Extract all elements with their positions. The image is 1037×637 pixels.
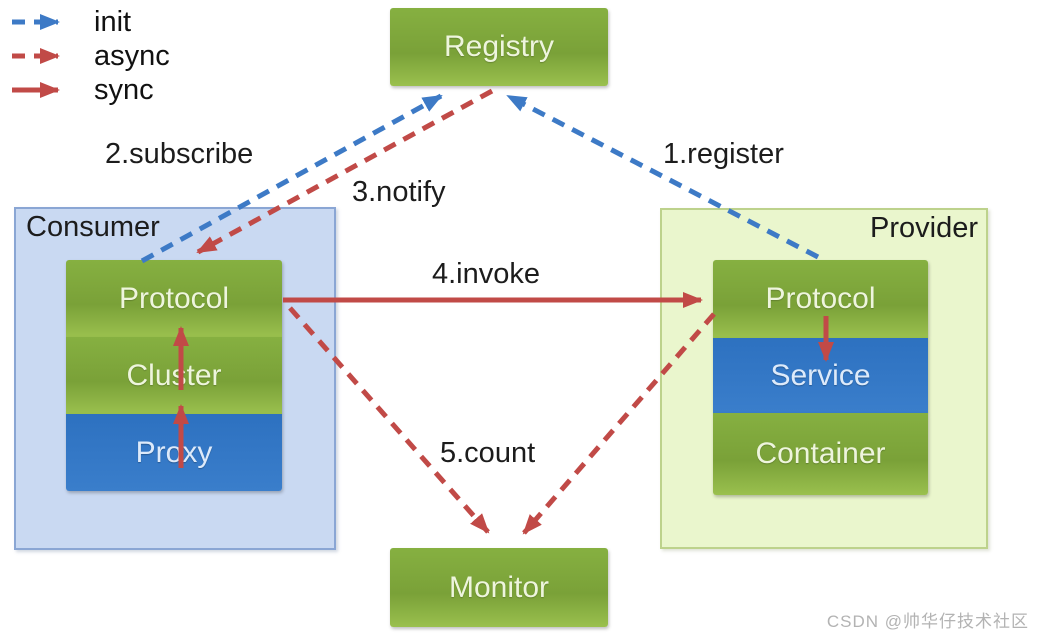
provider-protocol-node: Protocol — [713, 260, 928, 338]
notify-edge-label: 3.notify — [352, 176, 446, 208]
provider-container-node: Container — [713, 413, 928, 495]
consumer-protocol-node: Protocol — [66, 260, 282, 337]
legend-init-label: init — [94, 6, 132, 38]
registry-node: Registry — [390, 8, 608, 86]
legend-sync-label: sync — [94, 74, 154, 106]
provider-service-node: Service — [713, 338, 928, 413]
consumer-group-title: Consumer — [26, 211, 160, 243]
csdn-watermark: CSDN @帅华仔技术社区 — [826, 612, 1029, 631]
legend-async-label: async — [94, 40, 170, 72]
consumer-proxy-node: Proxy — [66, 414, 282, 491]
invoke-edge-label: 4.invoke — [432, 258, 541, 290]
provider-group-title: Provider — [870, 212, 978, 244]
monitor-node: Monitor — [390, 548, 608, 627]
subscribe-edge-label: 2.subscribe — [105, 138, 254, 170]
count-edge-label: 5.count — [440, 437, 536, 469]
register-edge-label: 1.register — [663, 138, 784, 170]
consumer-cluster-node: Cluster — [66, 337, 282, 414]
